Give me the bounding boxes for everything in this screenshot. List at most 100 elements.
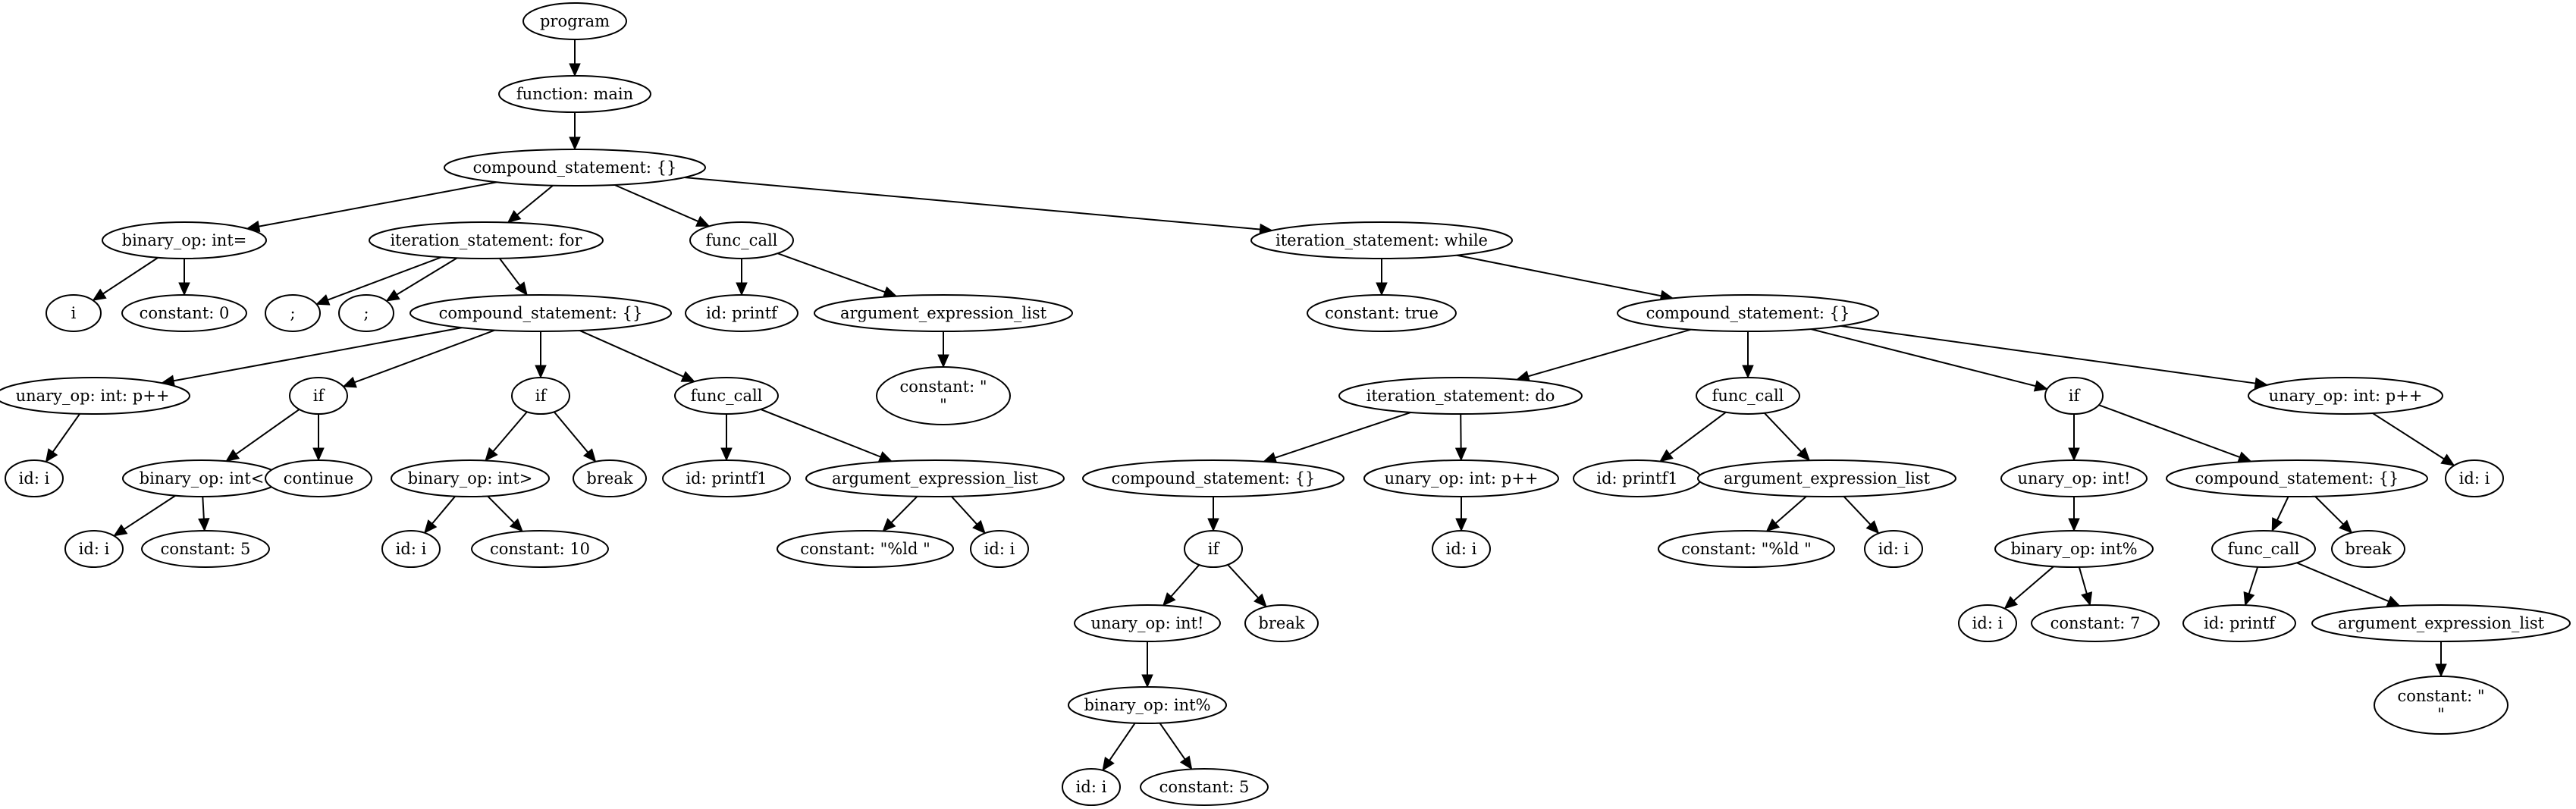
node-label: constant: "%ld " (800, 540, 930, 558)
node-ellipse (444, 149, 706, 187)
node-label: compound_statement: {} (1112, 469, 1316, 488)
node-label: ; (363, 304, 369, 322)
node-label: " (2437, 705, 2445, 723)
edge-line (516, 184, 554, 216)
node-ellipse (1697, 459, 1956, 497)
edge-line (1763, 412, 1802, 453)
node-ellipse (511, 377, 570, 415)
arrowhead-icon (736, 282, 748, 296)
arrowhead-icon (509, 518, 523, 532)
arrowhead-icon (1865, 520, 1880, 535)
tree-node-gt: binary_op: int> (391, 459, 550, 497)
tree-node-cont: continue (265, 459, 372, 497)
node-label: break (2345, 540, 2391, 558)
node-ellipse (2044, 377, 2104, 415)
edge-if4-to-not2 (2068, 414, 2080, 462)
node-ellipse (102, 221, 267, 259)
arrowhead-icon (695, 215, 711, 227)
edge-fc2-to-ael2 (777, 252, 898, 298)
node-ellipse (1432, 530, 1491, 568)
edge-if1-to-cont (312, 414, 325, 462)
tree-node-ael2-c: constant: "" (876, 366, 1011, 425)
arrowhead-icon (1376, 282, 1388, 296)
node-label: func_call (1712, 387, 1784, 405)
edge-if4-to-cs5 (2098, 404, 2252, 463)
edge-line (1843, 496, 1872, 525)
arrowhead-icon (1454, 447, 1467, 462)
node-label: if (1208, 540, 1221, 558)
node-label: constant: true (1325, 304, 1439, 322)
tree-node-inc3: unary_op: int: p++ (2248, 377, 2443, 415)
edge-main-to-cs1 (569, 112, 581, 151)
node-label: constant: " (899, 378, 987, 396)
edge-line (1109, 723, 1136, 761)
arrowhead-icon (507, 209, 522, 224)
tree-node-ael4-c: constant: "" (2374, 676, 2509, 735)
arrowhead-icon (514, 281, 528, 296)
edge-line (124, 494, 176, 530)
edge-mod1-to-mod1-c5 (1159, 723, 1193, 770)
arrowhead-icon (1162, 592, 1176, 607)
tree-node-program: program (522, 2, 627, 40)
edge-line (2078, 566, 2088, 594)
edge-cs2-to-if1 (342, 329, 495, 388)
edge-cs4-to-if3 (1207, 497, 1219, 532)
node-ellipse (381, 530, 441, 568)
edge-cs3-to-if4 (1810, 328, 2048, 392)
edge-line (1774, 495, 1807, 524)
arrowhead-icon (1796, 447, 1811, 462)
tree-node-main: function: main (498, 75, 651, 113)
tree-node-fc2: func_call (689, 221, 794, 259)
tree-node-ael1-i: id: i (970, 530, 1029, 568)
node-ellipse (2031, 604, 2160, 642)
node-ellipse (64, 530, 124, 568)
node-ellipse (1244, 604, 1319, 642)
tree-node-while1: iteration_statement: while (1250, 221, 1513, 259)
arrowhead-icon (2081, 591, 2093, 607)
node-ellipse (471, 530, 609, 568)
edge-for1-to-semi1 (315, 256, 442, 306)
arrowhead-icon (312, 447, 325, 462)
tree-node-fc3-id: id: printf1 (1573, 459, 1702, 497)
tree-node-ael1-c: constant: "%ld " (777, 530, 954, 568)
edge-line (1456, 254, 1661, 297)
node-label: id: i (396, 540, 427, 558)
node-label: id: i (1878, 540, 1909, 558)
edge-mod2-to-mod2-c7 (2078, 566, 2093, 607)
edge-cs3-to-do1 (1515, 328, 1692, 382)
node-ellipse (1062, 768, 1121, 806)
node-ellipse (522, 2, 627, 40)
edge-not2-to-mod2 (2068, 497, 2080, 532)
edge-line (1227, 564, 1259, 599)
node-label: unary_op: int: p++ (16, 387, 170, 405)
node-label: iteration_statement: while (1275, 231, 1488, 249)
node-label: if (313, 387, 326, 405)
arrowhead-icon (2243, 591, 2255, 607)
node-label: unary_op: int! (2018, 469, 2131, 488)
arrowhead-icon (92, 288, 107, 301)
edge-ael1-to-ael1-c (882, 496, 918, 532)
edge-fc1-to-ael1 (760, 408, 893, 463)
arrowhead-icon (45, 448, 58, 463)
node-label: continue (284, 469, 354, 488)
node-ellipse (1994, 530, 2154, 568)
edge-fc3-to-fc3-id (1659, 411, 1727, 463)
tree-node-ctrue: constant: true (1307, 294, 1457, 332)
node-label: binary_op: int% (2010, 540, 2137, 558)
edge-if3-to-not1 (1162, 564, 1200, 607)
node-label: constant: 5 (161, 540, 251, 558)
edge-line (52, 413, 81, 453)
node-ellipse (1864, 530, 1923, 568)
node-ellipse (2182, 604, 2296, 642)
node-ellipse (141, 530, 270, 568)
edge-not1-to-mod1 (1141, 641, 1153, 688)
tree-node-do1: iteration_statement: do (1338, 377, 1583, 415)
arrowhead-icon (937, 354, 949, 368)
node-ellipse (409, 294, 672, 332)
node-ellipse (0, 377, 190, 415)
edge-line (487, 495, 515, 524)
node-label: unary_op: int! (1091, 614, 1204, 632)
edge-line (1159, 723, 1186, 760)
edge-mod1-to-mod1-i (1102, 723, 1136, 772)
